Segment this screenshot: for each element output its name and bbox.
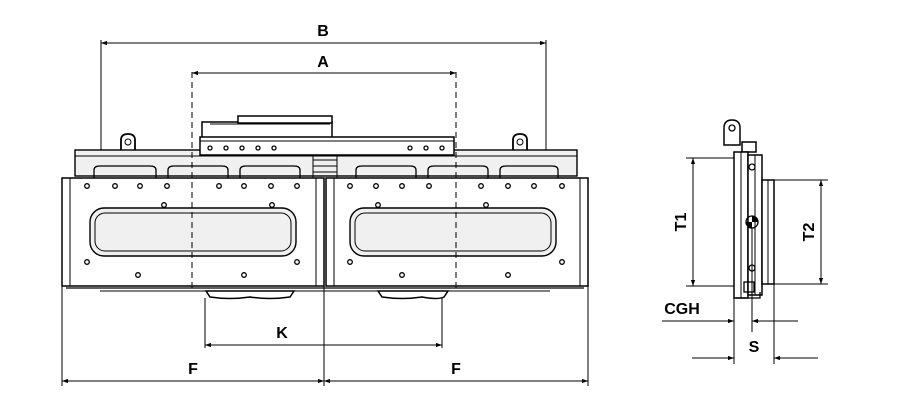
dimension-CGH-label: CGH [664,301,700,318]
front-view: B A K F F [61,23,589,386]
dimension-B: B [101,23,546,46]
left-plate-bolts [84,183,300,278]
lower-shoes [204,290,450,300]
rail-bolts [207,145,445,151]
side-view: T1 T2 CGH S [662,119,828,364]
dimension-T2-label: T2 [801,223,818,242]
dimension-F-left: F [62,361,324,384]
dimension-K: K [205,325,442,348]
right-hook [512,133,528,150]
right-plate [325,165,589,287]
dimension-CGH: CGH [662,228,798,364]
dimension-S: S [692,284,818,364]
center-of-gravity-icon [745,215,759,229]
dimension-B-label: B [317,23,329,40]
dimension-F-left-label: F [188,361,198,378]
dimension-T1-label: T1 [673,213,690,232]
dimension-F-right: F [324,361,588,384]
dimension-K-label: K [276,325,288,342]
dimension-T1: T1 [673,157,734,287]
top-rail [74,115,578,178]
left-plate [61,165,325,287]
dimension-S-label: S [749,339,760,356]
dimension-T2: T2 [774,179,828,285]
right-plate-bolts [347,183,565,278]
dimension-F-right-label: F [451,361,461,378]
left-hook [120,133,136,150]
dimension-A: A [192,54,456,76]
dimension-A-label: A [317,54,329,71]
